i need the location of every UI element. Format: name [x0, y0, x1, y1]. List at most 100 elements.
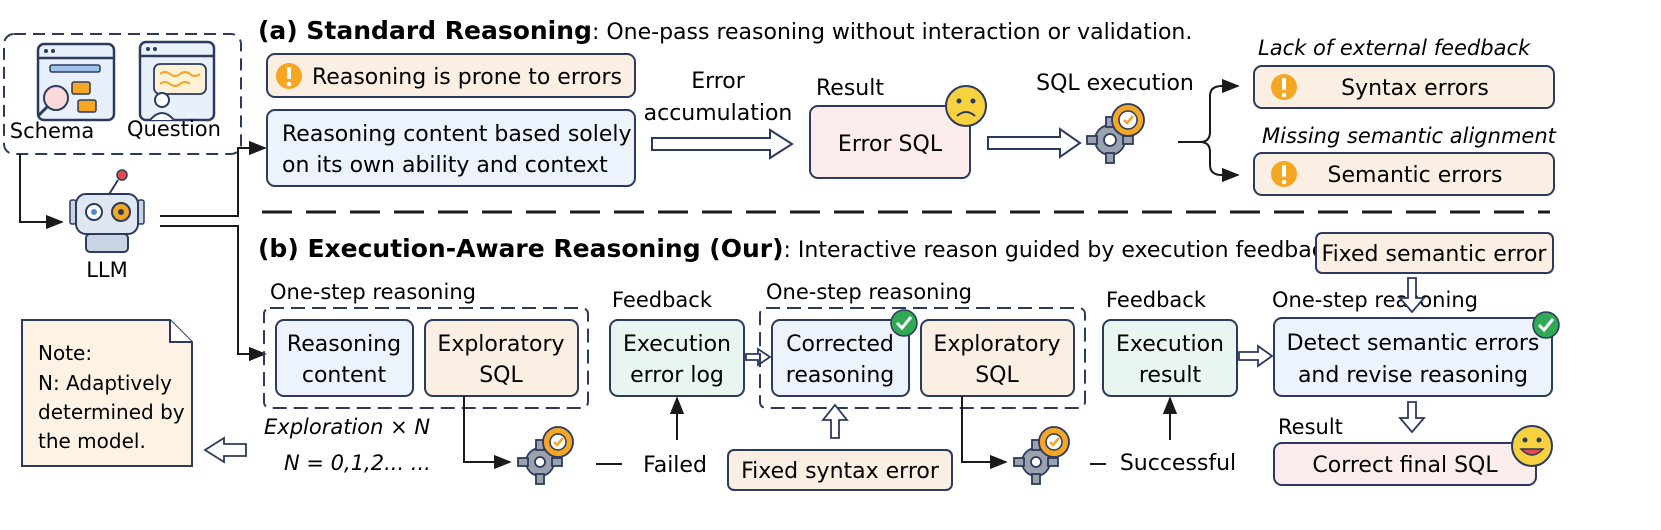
successful-label: Successful	[1120, 451, 1236, 476]
schema-label: Schema	[10, 119, 94, 143]
question-label: Question	[127, 117, 221, 141]
check-icon	[890, 309, 918, 337]
feedback1-caption: Lack of external feedback	[1258, 36, 1531, 60]
correct-final-sql-text: Correct final SQL	[1312, 453, 1498, 478]
feedback-label-1: Feedback	[612, 288, 713, 312]
execution-error-log-box	[609, 319, 745, 397]
error-sql-box	[809, 105, 971, 179]
error-accumulation-label-2: accumulation	[644, 101, 793, 126]
result-label-a: Result	[816, 76, 884, 101]
warning-icon	[276, 63, 302, 89]
corrected-reasoning-line1: Corrected	[786, 332, 894, 357]
exploratory-sql-box-1	[424, 319, 579, 397]
gear-icon	[1013, 426, 1070, 485]
fixed-syntax-up-arrow	[821, 403, 849, 439]
note-card-fold	[169, 320, 192, 343]
to-semantic-branch	[1199, 141, 1240, 183]
syntax-errors-text: Syntax errors	[1341, 76, 1489, 101]
to-syntax-branch	[1178, 78, 1240, 143]
fixed-syntax-error-box	[727, 449, 953, 491]
warning-icon	[1271, 74, 1297, 100]
failed-label: Failed	[643, 453, 707, 478]
reasoning-content-box	[275, 319, 414, 397]
fixed-semantic-error-text: Fixed semantic error	[1322, 242, 1548, 267]
corrected-reasoning-box	[771, 319, 910, 397]
execution-error-log-line1: Execution	[623, 332, 731, 357]
warning-text: Reasoning is prone to errors	[312, 65, 622, 90]
reasoning-content-line1: Reasoning	[287, 332, 401, 357]
section-a-title-rest: : One-pass reasoning without interaction…	[592, 20, 1192, 45]
semantic-errors-text: Semantic errors	[1328, 163, 1503, 188]
detect-semantic-line2: and revise reasoning	[1298, 363, 1528, 388]
inputs-group-border	[3, 33, 242, 155]
section-b-title-bold: (b) Execution-Aware Reasoning (Our)	[258, 234, 784, 263]
execution-result-box	[1102, 319, 1238, 397]
execution-result-line1: Execution	[1116, 332, 1224, 357]
feedback2-caption: Missing semantic alignment	[1262, 124, 1557, 148]
question-icon	[138, 40, 216, 122]
robot-icon	[69, 169, 145, 253]
feedback-label-2: Feedback	[1106, 288, 1207, 312]
result-label-b: Result	[1278, 415, 1343, 439]
standard-reasoning-line1: Reasoning content based solely	[282, 122, 632, 147]
warning-icon	[1271, 161, 1297, 187]
one-step-label-2: One-step reasoning	[766, 280, 972, 304]
note-line4: the model.	[38, 429, 146, 453]
exploratory-to-exec-arrow-1	[463, 396, 512, 470]
check-icon	[1532, 311, 1560, 339]
exploration-n-values: N = 0,1,2... ...	[284, 451, 431, 475]
section-b-title-rest: : Interactive reason guided by execution…	[784, 238, 1344, 263]
section-a-title: (a) Standard Reasoning: One-pass reasoni…	[258, 16, 1192, 45]
execution-result-line2: result	[1139, 363, 1202, 388]
happy-face-icon	[1511, 425, 1553, 467]
one-step-label-1: One-step reasoning	[270, 280, 476, 304]
detect-to-final-arrow	[1398, 401, 1426, 434]
detect-semantic-line1: Detect semantic errors	[1287, 331, 1540, 356]
note-line3: determined by	[38, 400, 185, 424]
standard-reasoning-line2: on its own ability and context	[282, 153, 608, 178]
fixed-semantic-error-box	[1315, 232, 1554, 274]
schema-icon	[36, 42, 116, 122]
error-accumulation-label-1: Error	[691, 69, 746, 94]
one-step-group-2	[759, 307, 1086, 409]
result-to-detect-arrow	[1238, 344, 1274, 368]
semantic-errors-box	[1253, 152, 1555, 196]
standard-reasoning-box	[266, 109, 636, 187]
sql-execution-label: SQL execution	[1036, 71, 1194, 96]
exploratory-to-exec-arrow-2	[961, 396, 1008, 470]
error-accumulation-arrow	[651, 128, 794, 160]
input-to-llm-arrow	[19, 154, 64, 230]
fixed-semantic-down-arrow	[1398, 277, 1426, 314]
section-b-title: (b) Execution-Aware Reasoning (Our): Int…	[258, 234, 1344, 263]
fixed-syntax-error-text: Fixed syntax error	[741, 459, 940, 484]
warning-box	[266, 53, 636, 98]
one-step-group-1	[263, 307, 589, 409]
error-log-to-corrected-arrow	[745, 347, 772, 367]
exploratory-sql-1-line2: SQL	[479, 363, 523, 388]
llm-to-standard-arrow	[160, 140, 267, 217]
gear-icon	[517, 426, 574, 485]
corrected-reasoning-line2: reasoning	[786, 363, 894, 388]
exploratory-sql-1-line1: Exploratory	[437, 332, 564, 357]
note-line2: N: Adaptively	[38, 371, 172, 395]
llm-to-execution-aware-arrow	[160, 225, 267, 362]
exploration-n-label: Exploration × N	[264, 415, 430, 439]
to-execution-arrow	[987, 127, 1082, 159]
gear-icon	[1086, 103, 1145, 164]
error-sql-text: Error SQL	[838, 132, 943, 157]
sad-face-icon	[945, 85, 987, 127]
note-card	[21, 319, 193, 467]
exploratory-sql-2-line1: Exploratory	[933, 332, 1060, 357]
exploration-to-note-arrow	[203, 436, 247, 464]
one-step-label-3: One-step reasoning	[1272, 288, 1478, 312]
syntax-errors-box	[1253, 65, 1555, 109]
reasoning-content-line2: content	[302, 363, 387, 388]
llm-label: LLM	[86, 258, 128, 282]
exploratory-sql-2-line2: SQL	[975, 363, 1019, 388]
note-line1: Note:	[38, 341, 92, 365]
exploratory-sql-box-2	[920, 319, 1075, 397]
section-a-title-bold: (a) Standard Reasoning	[258, 16, 592, 45]
execution-error-log-line2: error log	[630, 363, 724, 388]
detect-semantic-box	[1273, 317, 1553, 397]
